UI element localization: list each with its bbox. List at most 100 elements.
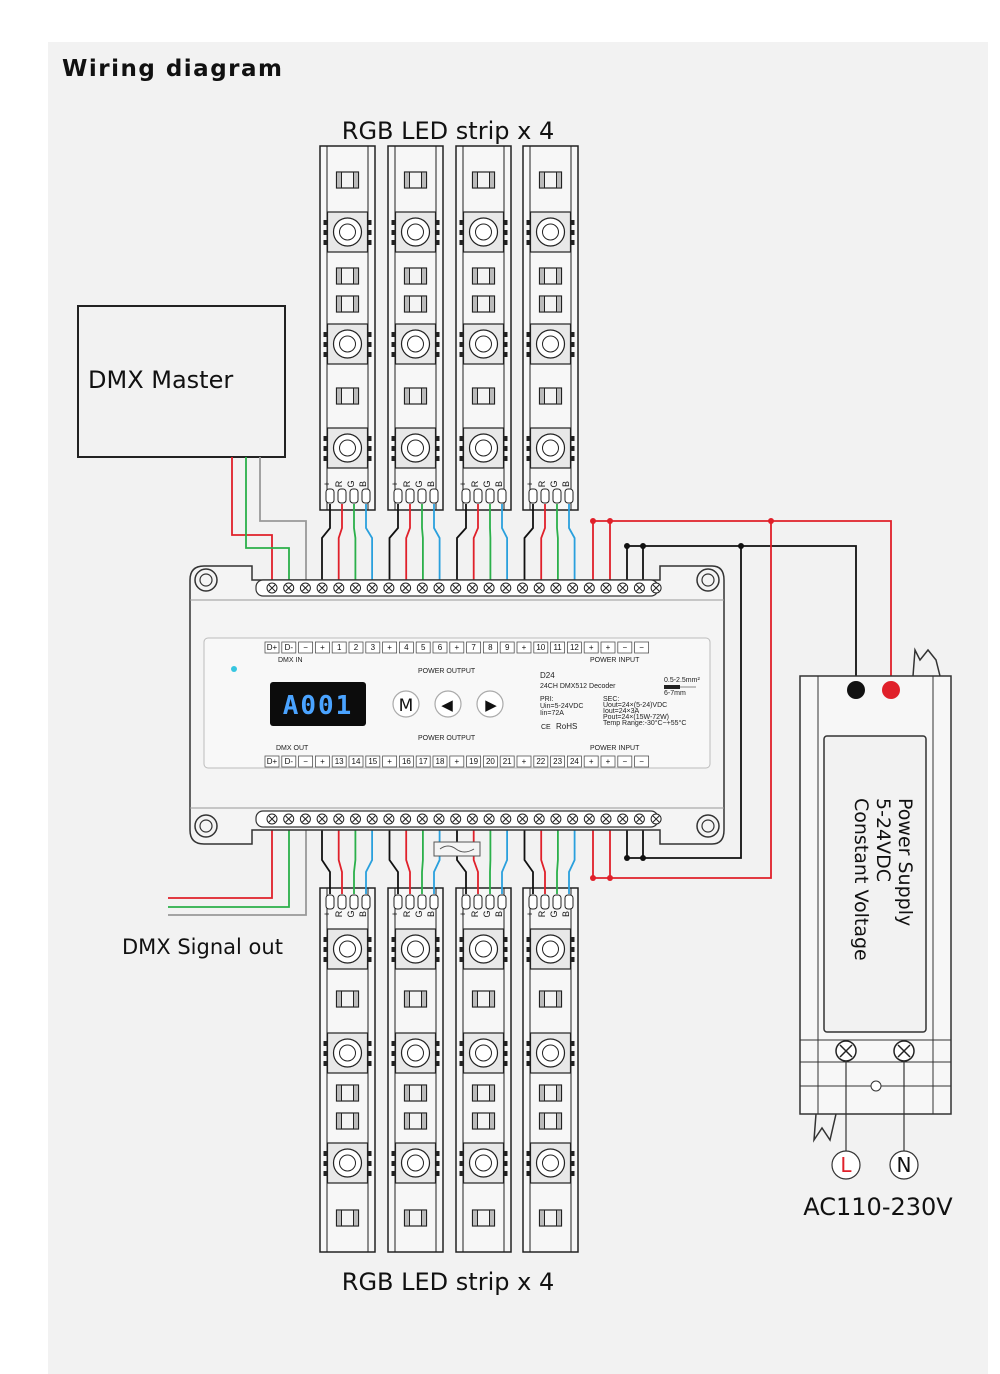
- terminal-box: [314, 641, 330, 654]
- menu-button[interactable]: M: [392, 690, 420, 718]
- terminal-screw-icon: [433, 582, 445, 594]
- terminal-label: 19: [469, 757, 478, 766]
- resistor-icon: [471, 1084, 496, 1102]
- strip-solder-pad: [485, 488, 495, 504]
- strip-solder-pad: [564, 488, 574, 504]
- resistor-icon: [538, 1209, 563, 1227]
- ac-terminal-L: [831, 1150, 861, 1180]
- strip-solder-pad: [564, 894, 574, 910]
- terminal-box: [331, 755, 347, 768]
- terminal-label: 18: [436, 757, 445, 766]
- led-chip-icon: [322, 928, 373, 970]
- terminal-screw-icon: [299, 813, 311, 825]
- led-chip-icon: [458, 427, 509, 469]
- strip-pin-label: B: [494, 481, 504, 487]
- strip-solder-pad: [528, 894, 538, 910]
- wire-junction: [768, 518, 774, 524]
- power-wire: [592, 521, 772, 879]
- terminal-screw-icon: [517, 813, 528, 825]
- resistor-icon: [538, 1112, 563, 1130]
- terminal-box: [634, 755, 649, 768]
- terminal-screw-icon: [383, 813, 395, 825]
- terminal-box: [533, 641, 549, 654]
- wire-junction: [624, 855, 630, 861]
- resistor-icon: [471, 171, 496, 189]
- strip-pin-label: +: [322, 911, 332, 916]
- power-wire: [626, 546, 742, 859]
- terminal-label: +: [589, 757, 594, 766]
- terminal-label: 5: [421, 643, 426, 652]
- resistor-icon: [538, 267, 563, 285]
- terminal-screw-icon: [633, 813, 645, 825]
- strip-pin-label: R: [402, 910, 412, 917]
- terminal-label: +: [387, 643, 392, 652]
- terminal-screw-icon: [416, 582, 428, 594]
- strip-wire: [540, 819, 546, 894]
- terminal-label: 6: [438, 643, 443, 652]
- wire-junction: [607, 518, 613, 524]
- strip-solder-pad: [473, 894, 483, 910]
- terminal-label: +: [606, 757, 611, 766]
- terminal-box: [499, 641, 515, 654]
- strip-wire: [405, 504, 411, 588]
- resistor-icon: [471, 267, 496, 285]
- terminal-label: −: [639, 757, 644, 766]
- terminal-screw-icon: [283, 582, 295, 594]
- terminal-box: [264, 755, 280, 768]
- strip-solder-pad: [393, 488, 403, 504]
- terminal-label: 24: [570, 757, 579, 766]
- terminal-box: [281, 641, 297, 654]
- power-input-label-top: POWER INPUT: [590, 657, 640, 664]
- left-button[interactable]: ◀: [434, 690, 462, 718]
- strip-solder-pad: [528, 488, 538, 504]
- led-chip-icon: [390, 211, 441, 253]
- strip-pin-label: R: [537, 480, 547, 487]
- psu-line-3: Constant Voltage: [850, 798, 872, 961]
- psu-negative-terminal: [847, 681, 865, 699]
- terminal-box: [331, 641, 347, 654]
- terminal-label: −: [303, 757, 308, 766]
- led-chip-icon: [525, 1032, 576, 1074]
- terminal-screw-icon: [299, 582, 311, 594]
- terminal-label: D-: [285, 757, 294, 766]
- resistor-icon: [335, 1084, 360, 1102]
- strip-solder-pad: [325, 488, 335, 504]
- psu-screw-L: [835, 1040, 857, 1062]
- strip-wire: [365, 819, 373, 894]
- resistor-icon: [403, 990, 428, 1008]
- led-chip-icon: [322, 211, 373, 253]
- terminal-screw-icon: [483, 582, 495, 594]
- ac-input-label: AC110-230V: [803, 1193, 953, 1221]
- terminal-label: 22: [536, 757, 545, 766]
- strip-wire: [321, 504, 331, 588]
- strip-solder-pad: [461, 488, 471, 504]
- strip-wire: [472, 819, 479, 894]
- right-button[interactable]: ▶: [476, 690, 504, 718]
- terminal-screw-icon: [366, 582, 378, 594]
- wire-junction: [624, 543, 630, 549]
- terminal-label: 21: [503, 757, 512, 766]
- sec-spec-line: Iout=24×3A: [603, 708, 640, 715]
- terminal-label: +: [454, 757, 459, 766]
- resistor-icon: [471, 387, 496, 405]
- strip-wire: [353, 819, 357, 894]
- wire-junction: [640, 855, 646, 861]
- strip-pin-label: G: [549, 910, 559, 917]
- psu-line-2: 5-24VDC: [872, 798, 894, 882]
- led-chip-icon: [458, 1142, 509, 1184]
- strip-solder-pad: [461, 894, 471, 910]
- resistor-icon: [403, 1084, 428, 1102]
- terminal-box: [600, 755, 616, 768]
- terminal-label: +: [320, 757, 325, 766]
- strip-solder-pad: [429, 488, 439, 504]
- led-chip-icon: [390, 1142, 441, 1184]
- terminal-label: −: [639, 643, 644, 652]
